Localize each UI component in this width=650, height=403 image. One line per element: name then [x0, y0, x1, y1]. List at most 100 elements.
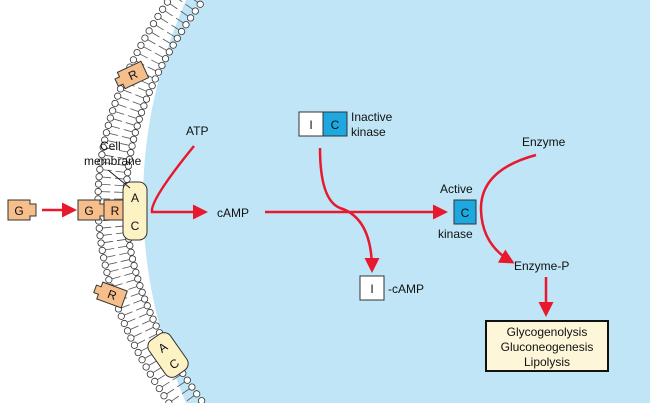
hormone-g: G	[7, 199, 37, 221]
lipid-head	[98, 151, 106, 159]
lipid-head	[127, 334, 135, 342]
lipid-head	[177, 27, 186, 36]
lipid-head	[120, 319, 128, 328]
lipid-head	[130, 341, 139, 349]
lipid-head	[148, 82, 156, 90]
lipid-head	[101, 136, 109, 144]
lipid-head	[173, 34, 181, 42]
label-atp: ATP	[186, 124, 208, 138]
inactive-c: C	[331, 118, 340, 132]
bound-g: G	[77, 199, 107, 221]
lipid-head	[132, 268, 140, 276]
lipid-head	[128, 255, 137, 263]
lipid-head	[146, 308, 154, 317]
lipid-head	[102, 129, 111, 137]
lipid-head	[111, 99, 119, 108]
lipid-head	[159, 5, 167, 13]
lipid-head	[145, 27, 153, 35]
lipid-head	[96, 232, 104, 240]
i-camp-i: I	[370, 282, 373, 296]
lipid-head	[105, 276, 113, 284]
label-cell: Cell	[100, 139, 121, 153]
lipid-head	[138, 356, 146, 364]
lipid-head	[101, 261, 109, 269]
lipid-head	[151, 75, 159, 83]
lipid-head	[149, 315, 157, 323]
label-inactive: Inactive	[351, 110, 393, 124]
lipid-head	[137, 108, 146, 117]
ac-bound-c: C	[131, 219, 140, 233]
lipid-head	[151, 377, 159, 385]
lipid-head	[154, 12, 162, 21]
lipid-head	[98, 246, 106, 254]
lipid-head	[100, 254, 108, 262]
inactive-i: I	[309, 118, 312, 132]
lipid-head	[97, 158, 105, 166]
lipid-head	[165, 48, 173, 56]
lipid-head	[198, 397, 206, 403]
lipid-head	[158, 61, 166, 70]
active-c: C	[461, 206, 470, 220]
outcome-gluconeogenesis: Gluconeogenesis	[501, 340, 594, 354]
lipid-head	[145, 88, 153, 97]
lipid-head	[127, 248, 135, 256]
lipid-head	[130, 261, 138, 270]
lipid-head	[160, 392, 168, 400]
lipid-head	[95, 173, 103, 181]
outcome-glycogenolysis: Glycogenolysis	[507, 325, 588, 339]
lipid-head	[109, 107, 117, 115]
lipid-head	[117, 312, 125, 320]
lipid-head	[143, 302, 151, 310]
label-membrane: membrane	[84, 154, 142, 168]
active-kinase-c	[453, 199, 477, 225]
lipid-head	[193, 390, 201, 398]
lipid-head	[188, 383, 196, 391]
lipid-head	[127, 149, 135, 157]
cytoplasm	[143, 0, 650, 403]
lipid-head	[186, 14, 195, 22]
bound-receptor-label: R	[111, 204, 120, 218]
lipid-head	[99, 143, 107, 151]
lipid-head	[95, 224, 103, 232]
lipid-head	[136, 282, 144, 290]
lipid-head	[142, 363, 150, 371]
label-inactive-kinase: kinase	[351, 125, 386, 139]
lipid-head	[161, 55, 170, 63]
membrane-pointer	[107, 169, 131, 189]
outcomes-box: Glycogenolysis Gluconeogenesis Lipolysis	[485, 320, 609, 372]
lipid-head	[183, 376, 191, 384]
lipid-head	[94, 180, 103, 188]
lipid-head	[149, 20, 158, 28]
label-enzyme: Enzyme	[522, 135, 566, 149]
lipid-head	[123, 327, 132, 335]
lipid-head	[163, 0, 172, 6]
lipid-head	[140, 102, 148, 110]
lipid-head	[126, 242, 134, 250]
lipid-head	[196, 0, 204, 8]
lipid-head	[106, 114, 114, 122]
label-camp: cAMP	[217, 206, 249, 220]
i-camp: I	[359, 275, 385, 301]
lipid-head	[131, 129, 139, 137]
lipid-head	[104, 121, 112, 129]
lipid-head	[96, 165, 104, 174]
outcome-lipolysis: Lipolysis	[524, 355, 570, 369]
lipid-head	[134, 348, 142, 357]
label-i-camp: -cAMP	[388, 282, 424, 296]
lipid-head	[137, 41, 145, 49]
lipid-head	[138, 288, 146, 296]
lipid-head	[134, 275, 142, 283]
bound-g-label: G	[84, 204, 93, 218]
arrow-enzyme-phosphorylation	[479, 153, 537, 264]
adenylate-cyclase-bound: A C	[122, 181, 148, 241]
lipid-head	[133, 48, 141, 57]
lipid-head	[155, 384, 163, 393]
label-enzyme-p: Enzyme-P	[514, 259, 569, 273]
lipid-head	[154, 68, 163, 76]
lipid-head	[142, 95, 151, 103]
lipid-head	[97, 239, 105, 247]
lipid-tail	[178, 0, 183, 3]
lipid-head	[141, 34, 149, 42]
